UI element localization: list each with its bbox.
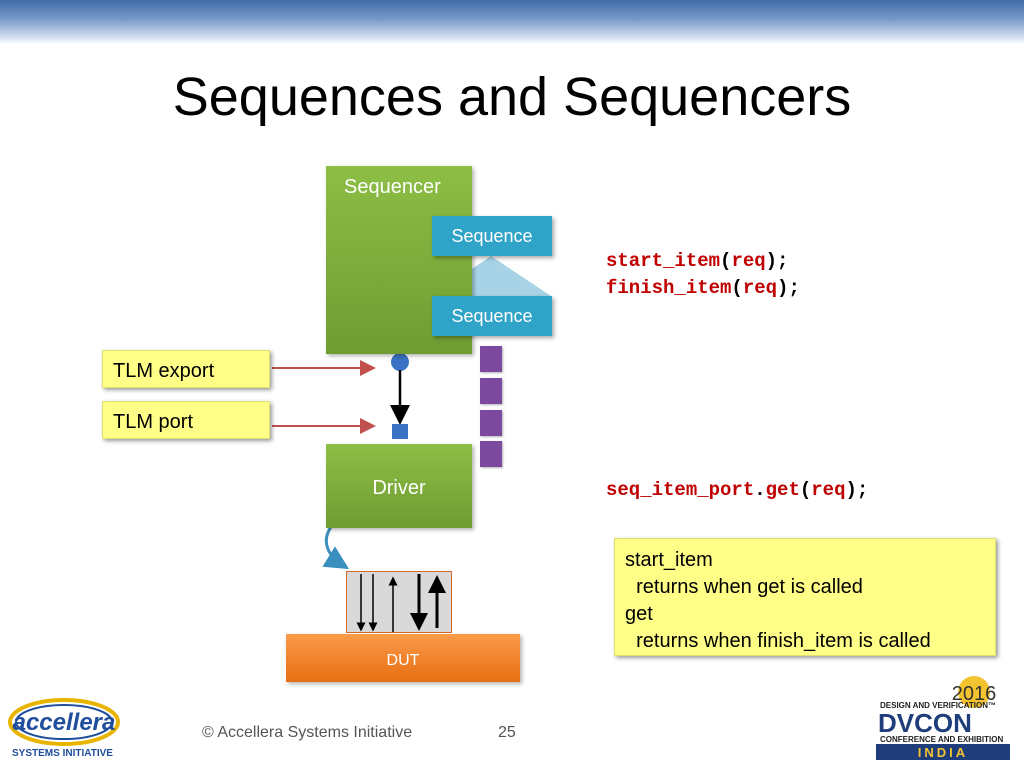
dvcon-tagline: DESIGN AND VERIFICATION™ bbox=[880, 701, 996, 710]
code-paren: ( bbox=[799, 479, 812, 501]
dvcon-name: DVCON bbox=[878, 708, 972, 738]
accellera-logo: accellera SYSTEMS INITIATIVE bbox=[6, 696, 124, 762]
explanation-note: start_item returns when get is called ge… bbox=[614, 538, 996, 656]
dut-label: DUT bbox=[386, 652, 420, 669]
code-start-item: start_item(req); bbox=[606, 250, 788, 272]
dvcon-year: 2016 bbox=[952, 683, 997, 705]
dut-block: DUT bbox=[286, 634, 520, 682]
note-line: get bbox=[625, 603, 653, 625]
code-get: seq_item_port.get(req); bbox=[606, 479, 868, 501]
code-arg: req bbox=[742, 277, 778, 299]
sequence-top-label: Sequence bbox=[451, 226, 533, 246]
sequence-top-block: Sequence bbox=[432, 216, 552, 256]
fifo-item bbox=[480, 441, 502, 467]
code-fn: start_item bbox=[606, 250, 721, 272]
pin-interface bbox=[346, 571, 452, 633]
accellera-subtitle: SYSTEMS INITIATIVE bbox=[12, 748, 113, 759]
fifo-item bbox=[480, 410, 502, 436]
tlm-export-symbol bbox=[391, 353, 409, 371]
fifo-item bbox=[480, 346, 502, 372]
code-paren: ( bbox=[720, 250, 732, 272]
code-arg: req bbox=[731, 250, 766, 272]
sequence-bottom-label: Sequence bbox=[451, 306, 533, 326]
dvcon-subtitle: CONFERENCE AND EXHIBITION bbox=[880, 735, 1003, 744]
dvcon-region: INDIA bbox=[918, 745, 968, 760]
page-number: 25 bbox=[498, 724, 516, 741]
tlm-export-label: TLM export bbox=[113, 360, 215, 382]
note-line: returns when get is called bbox=[625, 576, 863, 598]
note-line: returns when finish_item is called bbox=[625, 630, 931, 652]
code-fn: finish_item bbox=[606, 277, 732, 299]
code-finish-item: finish_item(req); bbox=[606, 277, 800, 299]
fifo-item bbox=[480, 378, 502, 404]
code-dot: . bbox=[754, 479, 766, 501]
code-fn: get bbox=[765, 479, 800, 501]
tlm-port-callout: TLM port bbox=[102, 401, 270, 439]
code-paren: ( bbox=[731, 277, 743, 299]
pin-arrows bbox=[356, 574, 446, 632]
note-line: start_item bbox=[625, 549, 713, 571]
code-paren: ); bbox=[777, 277, 800, 299]
dvcon-logo: 2016 DESIGN AND VERIFICATION™ DVCON CONF… bbox=[876, 676, 1016, 760]
slide-title: Sequences and Sequencers bbox=[172, 67, 852, 127]
driver-label: Driver bbox=[372, 477, 426, 499]
tlm-export-callout: TLM export bbox=[102, 350, 270, 388]
code-obj: seq_item_port bbox=[606, 479, 755, 501]
driver-block: Driver bbox=[326, 444, 472, 528]
code-paren: ); bbox=[765, 250, 789, 272]
code-arg: req bbox=[811, 479, 846, 501]
sequence-bottom-block: Sequence bbox=[432, 296, 552, 336]
footer-copyright: © Accellera Systems Initiative bbox=[202, 724, 413, 741]
code-paren: ); bbox=[845, 479, 869, 501]
accellera-wordmark: accellera bbox=[13, 709, 116, 736]
tlm-port-symbol bbox=[392, 424, 408, 439]
top-banner bbox=[0, 0, 1024, 44]
tlm-port-label: TLM port bbox=[113, 411, 194, 433]
sequencer-label: Sequencer bbox=[344, 176, 441, 198]
